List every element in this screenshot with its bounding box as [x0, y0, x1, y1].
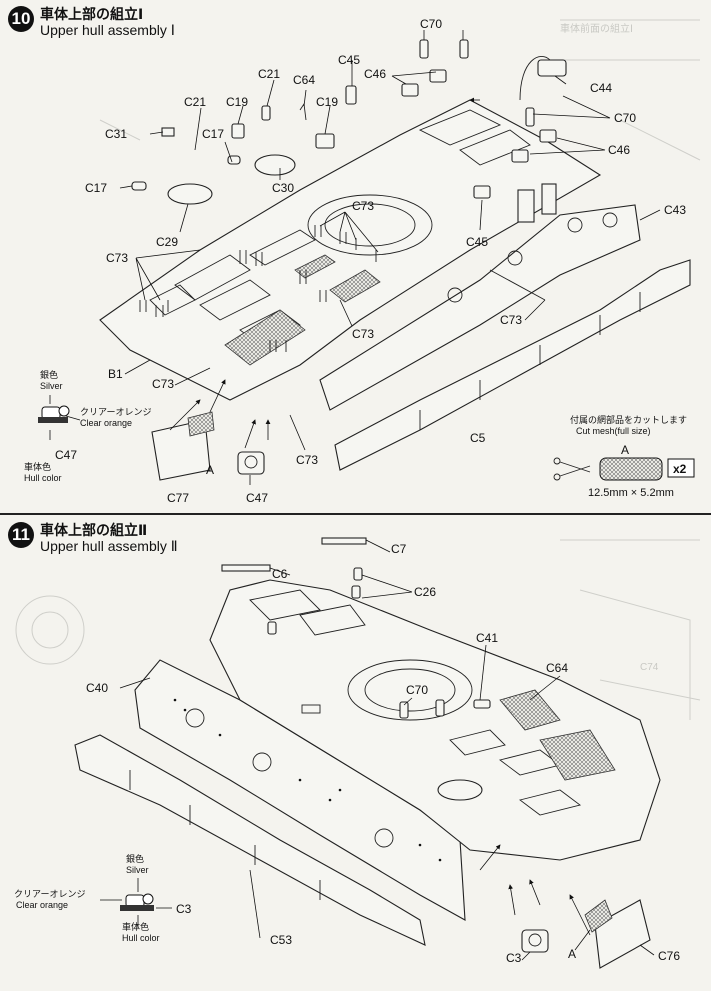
step-11-title-en: Upper hull assembly Ⅱ [40, 538, 178, 554]
label-c64: C64 [293, 73, 315, 87]
label-c47-a: C47 [55, 448, 77, 462]
label-c70-right: C70 [614, 111, 636, 125]
paint-silver-en-10: Silver [40, 381, 63, 391]
label-c17-b: C17 [85, 181, 107, 195]
mesh-sample [599, 457, 663, 481]
label-c44: C44 [590, 81, 612, 95]
label-c46-top: C46 [364, 67, 386, 81]
label-a-step11: A [568, 947, 576, 961]
label-c41: C41 [476, 631, 498, 645]
label-c29: C29 [156, 235, 178, 249]
label-c5: C5 [470, 431, 486, 445]
upper-hull-deck-11 [209, 579, 661, 861]
paint-legend-step10: 銀色 Silver クリアーオレンジ Clear orange 車体色 Hull… [24, 369, 151, 483]
label-a-step10: A [206, 463, 214, 477]
step-11-number: 11 [8, 522, 34, 548]
label-c7: C7 [391, 542, 407, 556]
label-c21-b: C21 [184, 95, 206, 109]
step-10-number: 10 [8, 6, 34, 32]
paint-hull-jp-10: 車体色 [24, 461, 51, 472]
label-c43: C43 [664, 203, 686, 217]
step-divider [0, 513, 711, 515]
label-c73-bottom: C73 [152, 377, 174, 391]
paint-hull-en-10: Hull color [24, 473, 62, 483]
label-c19-a: C19 [226, 95, 248, 109]
turret-ring-11 [347, 659, 473, 721]
label-c47-b: C47 [246, 491, 268, 505]
tail-light-c47 [237, 451, 265, 475]
label-c70-top: C70 [420, 17, 442, 31]
label-c40: C40 [86, 681, 108, 695]
label-c6: C6 [272, 567, 288, 581]
mesh-note-jp: 付属の網部品をカットします [570, 414, 687, 425]
turret-ring [307, 194, 433, 256]
paint-silver-jp-10: 銀色 [40, 369, 58, 380]
step-11-title-jp: 車体上部の組立Ⅱ [40, 522, 148, 538]
label-b1: B1 [108, 367, 123, 381]
side-skirt-c43 [319, 204, 641, 411]
mesh-a-step11 [584, 899, 613, 933]
label-c73-left: C73 [106, 251, 128, 265]
paint-legend-step11: 銀色 Silver クリアーオレンジ Clear orange 車体色 Hull… [14, 853, 172, 943]
label-c31: C31 [105, 127, 127, 141]
step-10-title-en: Upper hull assembly Ⅰ [40, 22, 175, 38]
step-11-header: 11 車体上部の組立Ⅱ Upper hull assembly Ⅱ [8, 522, 178, 554]
engine-mesh-11a [499, 689, 561, 731]
label-c73-top: C73 [352, 199, 374, 213]
label-c73-low: C73 [296, 453, 318, 467]
svg-text:C74: C74 [640, 662, 659, 673]
label-c45-mid: C45 [466, 235, 488, 249]
paint-silver-en-11: Silver [126, 865, 149, 875]
label-c26: C26 [414, 585, 436, 599]
upper-hull-deck [99, 99, 602, 401]
paint-orange-jp-11: クリアーオレンジ [14, 889, 85, 899]
mesh-note-en: Cut mesh(full size) [576, 426, 651, 436]
label-c21-a: C21 [258, 67, 280, 81]
label-c46-right: C46 [608, 143, 630, 157]
paint-orange-jp-10: クリアーオレンジ [80, 407, 151, 417]
engine-mesh-11b [539, 729, 616, 781]
label-c73-mid: C73 [352, 327, 374, 341]
paint-orange-en-10: Clear orange [80, 418, 132, 428]
label-c3-a: C3 [176, 902, 192, 916]
label-c30: C30 [272, 181, 294, 195]
rear-mudguard-c76 [594, 899, 651, 969]
scissors-icon [559, 461, 591, 477]
label-c19-b: C19 [316, 95, 338, 109]
paint-hull-en-11: Hull color [122, 933, 160, 943]
track-guard-c53 [74, 734, 426, 946]
label-c17-a: C17 [202, 127, 224, 141]
label-c53: C53 [270, 933, 292, 947]
mesh-count: x2 [673, 462, 687, 476]
label-c45-top: C45 [338, 53, 360, 67]
track-guard-c5 [334, 259, 691, 471]
paint-hull-jp-11: 車体色 [122, 921, 149, 932]
tail-light-c3 [521, 929, 549, 953]
engine-mesh-b [329, 269, 381, 303]
label-c73-right: C73 [500, 313, 522, 327]
label-c77: C77 [167, 491, 189, 505]
paint-silver-jp-11: 銀色 [126, 853, 144, 864]
engine-mesh-a [224, 309, 306, 366]
mesh-cut-note: 付属の網部品をカットします Cut mesh(full size) A x2 1… [553, 414, 695, 499]
step-10-title-jp: 車体上部の組立Ⅰ [40, 6, 144, 22]
mesh-size: 12.5mm × 5.2mm [588, 487, 674, 499]
mesh-note-mark: A [621, 443, 629, 457]
label-c3-b: C3 [506, 951, 522, 965]
mesh-a-step10 [187, 411, 215, 437]
step-10-header: 10 車体上部の組立Ⅰ Upper hull assembly Ⅰ [8, 6, 175, 38]
label-c70-11: C70 [406, 683, 428, 697]
paint-orange-en-11: Clear orange [16, 900, 68, 910]
svg-text:車体前面の組立Ⅰ: 車体前面の組立Ⅰ [560, 22, 633, 35]
label-c76: C76 [658, 949, 680, 963]
side-skirt-c40 [134, 659, 466, 921]
step-11-artwork: C74 C55 [14, 537, 701, 969]
label-c64-11: C64 [546, 661, 568, 675]
step-10-artwork: 車体前面の組立Ⅰ [24, 17, 701, 505]
